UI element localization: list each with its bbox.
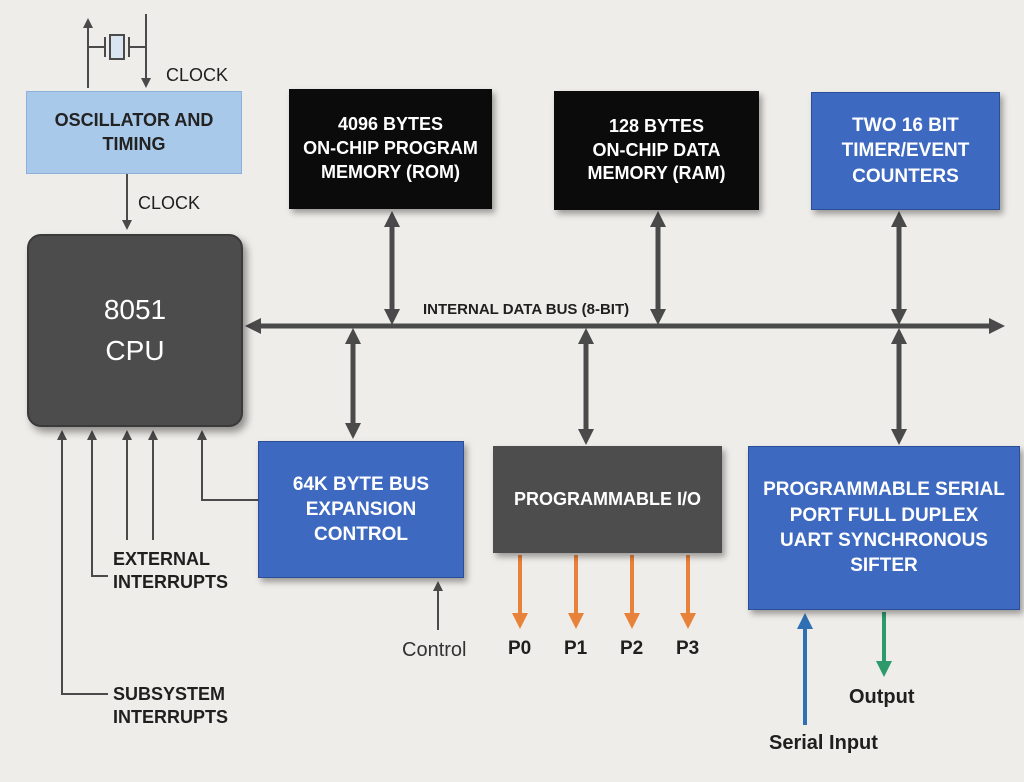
ram-block: 128 BYTES ON-CHIP DATA MEMORY (RAM) (554, 91, 759, 210)
port-label-p2: P2 (620, 638, 644, 659)
bus-expansion-to-cpu-arrow (197, 430, 258, 501)
control-label: Control (402, 639, 467, 661)
port-label-p3: P3 (676, 638, 700, 659)
oscillator-block: OSCILLATOR AND TIMING (26, 91, 242, 174)
output-label: Output (849, 686, 915, 708)
port-label-p1: P1 (564, 638, 588, 659)
subsystem-interrupts-label: SUBSYSTEM INTERRUPTS (113, 684, 229, 728)
bus-expansion-block: 64K BYTE BUS EXPANSION CONTROL (258, 441, 464, 578)
port-label-p0: P0 (508, 638, 532, 659)
internal-bus-label: INTERNAL DATA BUS (8-BIT) (423, 301, 630, 318)
bus-connections (345, 211, 907, 445)
cpu-block: 8051 CPU (27, 234, 243, 427)
external-interrupt-lines (87, 430, 158, 577)
serial-input-label: Serial Input (769, 732, 878, 754)
clock-label-mid: CLOCK (138, 193, 201, 213)
port-arrows (512, 555, 696, 629)
serial-port-block: PROGRAMMABLE SERIAL PORT FULL DUPLEX UAR… (748, 446, 1020, 610)
crystal-symbol (83, 14, 151, 88)
programmable-io-block: PROGRAMMABLE I/O (493, 446, 722, 553)
subsystem-interrupt-line (57, 430, 108, 695)
clock-label-top: CLOCK (166, 65, 229, 85)
timer-block: TWO 16 BIT TIMER/EVENT COUNTERS (811, 92, 1000, 210)
rom-block: 4096 BYTES ON-CHIP PROGRAM MEMORY (ROM) (289, 89, 492, 209)
external-interrupts-label: EXTERNAL INTERRUPTS (113, 549, 229, 593)
